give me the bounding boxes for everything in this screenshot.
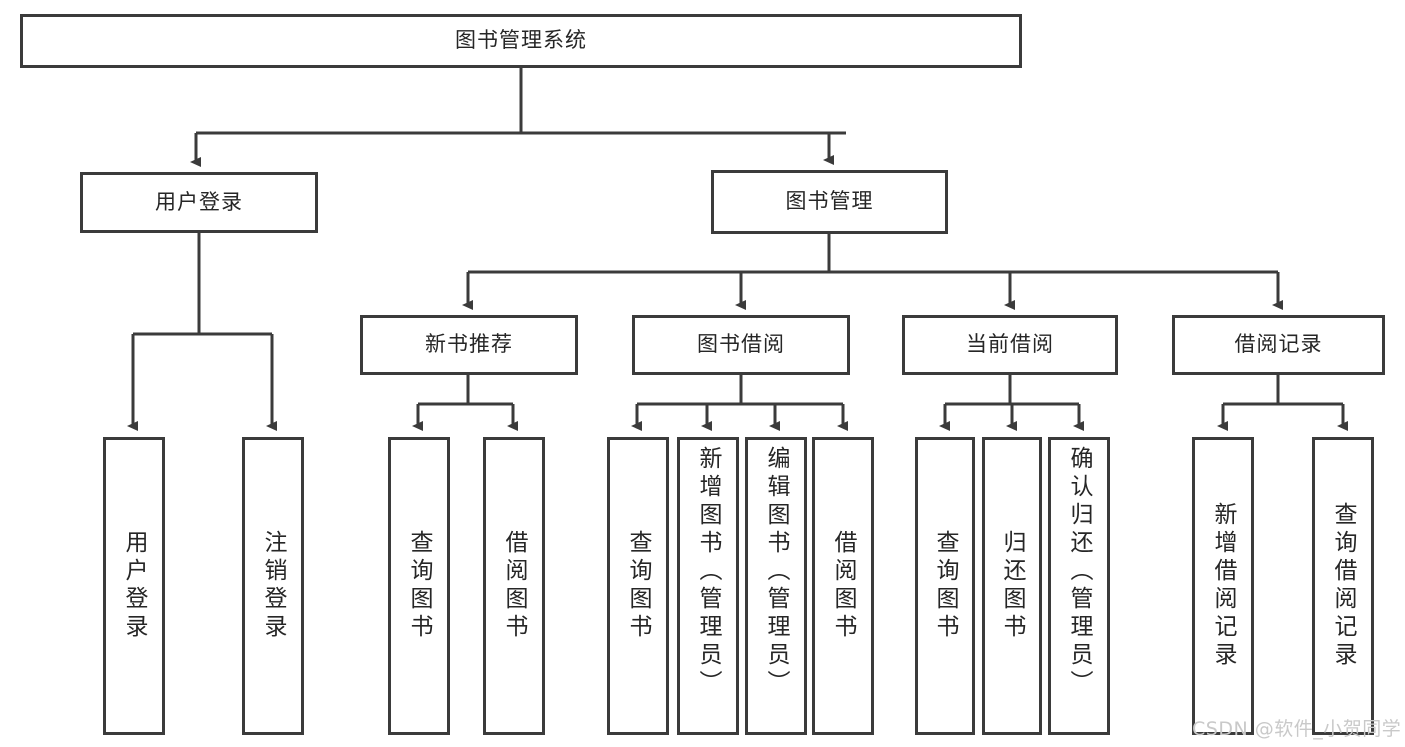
node-book-management-label: 图书管理 [785,189,874,214]
node-current-borrow-label: 当前借阅 [966,332,1054,357]
leaf-add-book-admin-label: 新增图书（管理员） [695,446,721,698]
leaf-edit-book-admin-label: 编辑图书（管理员） [763,446,789,698]
node-book-management[interactable]: 图书管理 [711,170,948,234]
node-root[interactable]: 图书管理系统 [20,14,1022,68]
node-user-login[interactable]: 用户登录 [80,172,318,233]
node-book-borrow[interactable]: 图书借阅 [632,315,850,375]
leaf-logout-label: 注销登录 [260,530,286,642]
leaf-edit-book-admin[interactable]: 编辑图书（管理员） [745,437,807,735]
node-borrow-record[interactable]: 借阅记录 [1172,315,1385,375]
node-current-borrow[interactable]: 当前借阅 [902,315,1118,375]
watermark: CSDN @软件_小贺同学 [1192,718,1402,740]
leaf-borrow-book-recommend[interactable]: 借阅图书 [483,437,545,735]
node-root-label: 图书管理系统 [455,28,587,53]
node-new-book-recommend[interactable]: 新书推荐 [360,315,578,375]
leaf-query-book-borrow[interactable]: 查询图书 [607,437,669,735]
node-book-borrow-label: 图书借阅 [697,332,785,357]
leaf-query-book-borrow-label: 查询图书 [625,530,651,642]
leaf-borrow-book-label: 借阅图书 [830,530,856,642]
leaf-confirm-return-admin[interactable]: 确认归还（管理员） [1048,437,1110,735]
leaf-borrow-book-recommend-label: 借阅图书 [501,530,527,642]
leaf-query-book-current-label: 查询图书 [932,530,958,642]
node-borrow-record-label: 借阅记录 [1234,332,1323,357]
leaf-query-borrow-record-label: 查询借阅记录 [1330,502,1356,670]
leaf-user-login[interactable]: 用户登录 [103,437,165,735]
leaf-logout[interactable]: 注销登录 [242,437,304,735]
leaf-add-borrow-record-label: 新增借阅记录 [1210,502,1236,670]
leaf-query-book-current[interactable]: 查询图书 [915,437,975,735]
leaf-return-book[interactable]: 归还图书 [982,437,1042,735]
leaf-query-borrow-record[interactable]: 查询借阅记录 [1312,437,1374,735]
leaf-query-book-recommend[interactable]: 查询图书 [388,437,450,735]
leaf-query-book-recommend-label: 查询图书 [406,530,432,642]
node-user-login-label: 用户登录 [155,189,243,214]
leaf-confirm-return-admin-label: 确认归还（管理员） [1066,446,1092,698]
leaf-return-book-label: 归还图书 [999,530,1025,642]
leaf-user-login-label: 用户登录 [121,530,147,642]
leaf-add-book-admin[interactable]: 新增图书（管理员） [677,437,739,735]
leaf-borrow-book[interactable]: 借阅图书 [812,437,874,735]
node-new-book-recommend-label: 新书推荐 [425,332,513,357]
leaf-add-borrow-record[interactable]: 新增借阅记录 [1192,437,1254,735]
